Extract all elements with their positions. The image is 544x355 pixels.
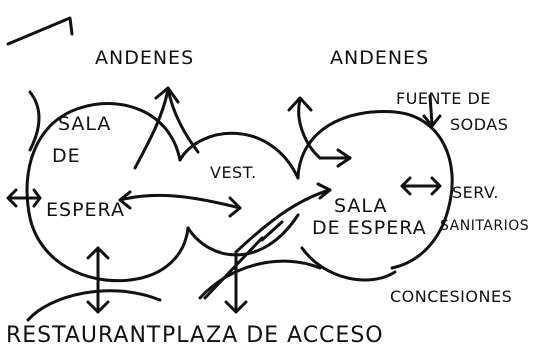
right-circle-lower-arc <box>300 246 397 282</box>
arrow-right-andenes-head <box>287 96 313 112</box>
arrow-vest-to-right <box>234 188 332 254</box>
diagram-labels: ANDENES ANDENES FUENTE DE SODAS SALA DE … <box>6 47 529 348</box>
diagram-strokes <box>6 16 454 322</box>
arrow-right-andenes <box>297 98 322 160</box>
vestibule-top-curve <box>178 131 300 180</box>
label-sala-right-line2: DE ESPERA <box>312 217 427 239</box>
bottom-left-curve <box>26 289 162 322</box>
label-concesiones: CONCESIONES <box>390 287 512 306</box>
arrow-vest-to-right-head <box>316 182 332 200</box>
arrow-restaurant <box>86 246 110 314</box>
diagram-arrows <box>6 86 442 314</box>
arrow-plaza <box>224 250 248 314</box>
arrow-left-andenes <box>133 88 170 170</box>
arrow-left-to-vest <box>118 193 242 210</box>
label-andenes-right: ANDENES <box>330 47 429 69</box>
label-andenes-left: ANDENES <box>95 47 194 69</box>
label-serv-line1: SERV. <box>452 183 499 202</box>
top-left-stroke <box>6 16 74 46</box>
arrow-left-to-vest-head-a <box>118 190 132 210</box>
label-fuente-line2: SODAS <box>450 115 508 134</box>
arrow-plaza-diagonal <box>203 236 264 300</box>
arrow-left-to-vest-head-b <box>228 196 242 218</box>
arrow-left-andenes-head-2 <box>166 86 200 154</box>
label-sala-right-line1: SALA <box>334 195 387 217</box>
plaza-entry-curve <box>198 259 322 300</box>
label-sala-left-line2: DE <box>52 145 81 167</box>
left-edge-arc <box>28 90 41 152</box>
label-serv-line2: SANITARIOS <box>440 218 529 234</box>
label-vest: VEST. <box>210 163 257 182</box>
right-waiting-room-circle <box>296 110 454 270</box>
arrow-right-double <box>400 176 442 196</box>
short-diagonal-stroke <box>260 220 284 242</box>
label-plaza: PLAZA DE ACCESO <box>162 323 384 348</box>
label-restaurant: RESTAURANT <box>6 323 161 348</box>
arrow-fuente <box>422 94 442 128</box>
label-sala-left-line1: SALA <box>58 113 111 135</box>
label-sala-left-line3: ESPERA <box>46 199 125 221</box>
vestibule-bottom-curve <box>186 213 300 257</box>
left-waiting-room-circle <box>25 102 190 283</box>
arrow-left-double <box>6 188 42 208</box>
label-fuente-line1: FUENTE DE <box>396 89 491 108</box>
